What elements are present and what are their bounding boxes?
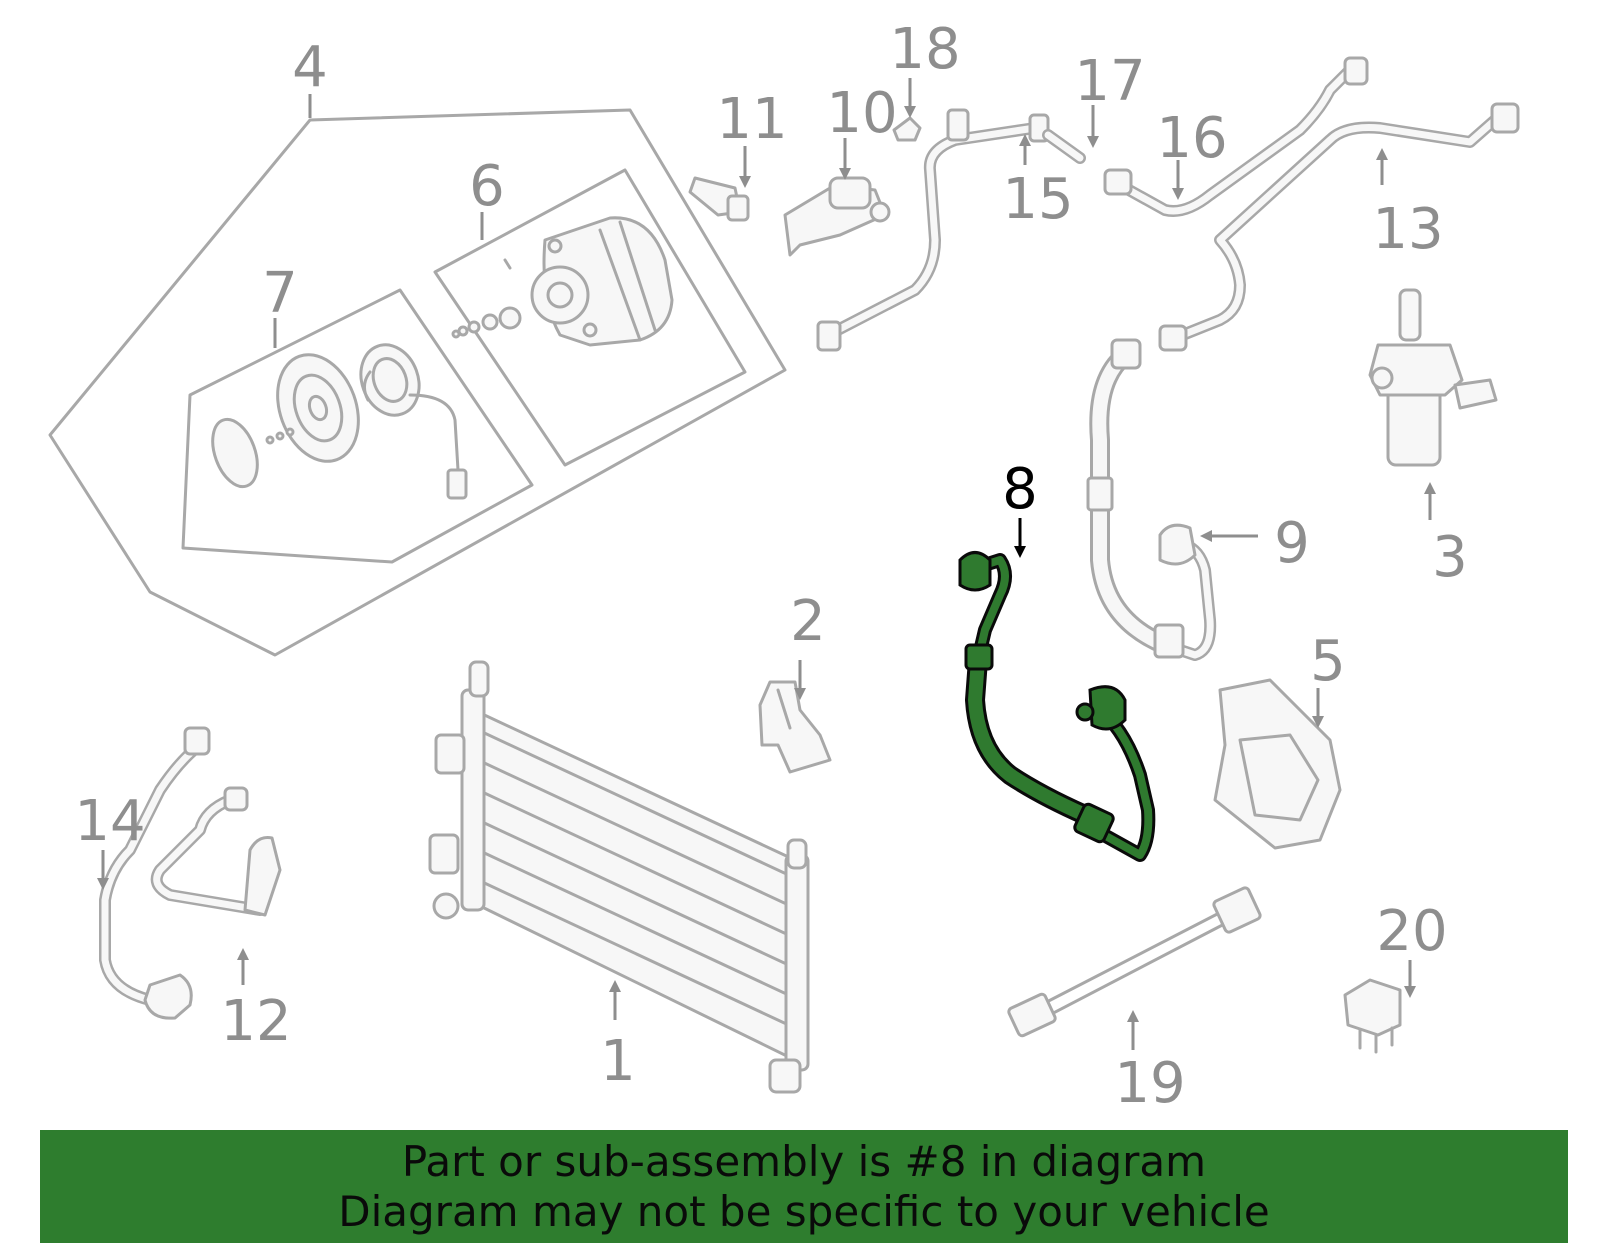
switch-part-11 — [688, 176, 750, 222]
banner-line-1: Part or sub-assembly is #8 in diagram — [401, 1136, 1207, 1186]
callout-18: 18 — [889, 17, 960, 82]
info-banner: Part or sub-assembly is #8 in diagram Di… — [40, 1130, 1568, 1243]
callout-15: 15 — [1002, 167, 1073, 232]
harness-part-19 — [1007, 886, 1262, 1038]
parts-diagram: 4 6 7 11 10 18 17 16 15 13 3 9 8 5 2 1 1… — [48, 17, 1520, 1116]
ac-lines-upper — [816, 56, 1520, 661]
callout-6: 6 — [469, 154, 505, 219]
callout-10: 10 — [826, 81, 897, 146]
panel-part-5 — [1213, 678, 1342, 850]
callout-17: 17 — [1074, 49, 1145, 114]
bracket-part-10 — [783, 176, 891, 257]
callout-12: 12 — [220, 989, 291, 1054]
banner-line-2: Diagram may not be specific to your vehi… — [338, 1186, 1270, 1236]
highlighted-hose-part-8 — [958, 551, 1156, 862]
bracket-part-2 — [758, 680, 832, 774]
callout-16: 16 — [1156, 106, 1227, 171]
compressor-part — [451, 216, 674, 347]
callout-7: 7 — [262, 261, 298, 326]
callout-3: 3 — [1432, 525, 1468, 590]
callout-14: 14 — [74, 789, 145, 854]
receiver-drier-part-3 — [1368, 288, 1498, 467]
lines-part-14-12 — [99, 726, 282, 1020]
relay-part-20 — [1343, 978, 1402, 1054]
callout-5: 5 — [1310, 629, 1346, 694]
condenser-part-1 — [428, 660, 810, 1094]
compressor-assembly-outline — [48, 108, 787, 657]
callout-8: 8 — [1002, 457, 1038, 522]
leader-arrows — [97, 78, 1436, 1050]
callout-11: 11 — [716, 87, 787, 152]
callout-4: 4 — [292, 35, 328, 100]
callout-20: 20 — [1376, 899, 1447, 964]
clutch-part — [211, 343, 468, 500]
cap-part-18 — [892, 116, 922, 142]
callout-2: 2 — [790, 589, 826, 654]
callout-9: 9 — [1274, 511, 1310, 576]
fitting-part-9 — [1158, 523, 1197, 566]
callout-13: 13 — [1372, 197, 1443, 262]
callout-19: 19 — [1114, 1051, 1185, 1116]
callout-1: 1 — [600, 1029, 636, 1094]
